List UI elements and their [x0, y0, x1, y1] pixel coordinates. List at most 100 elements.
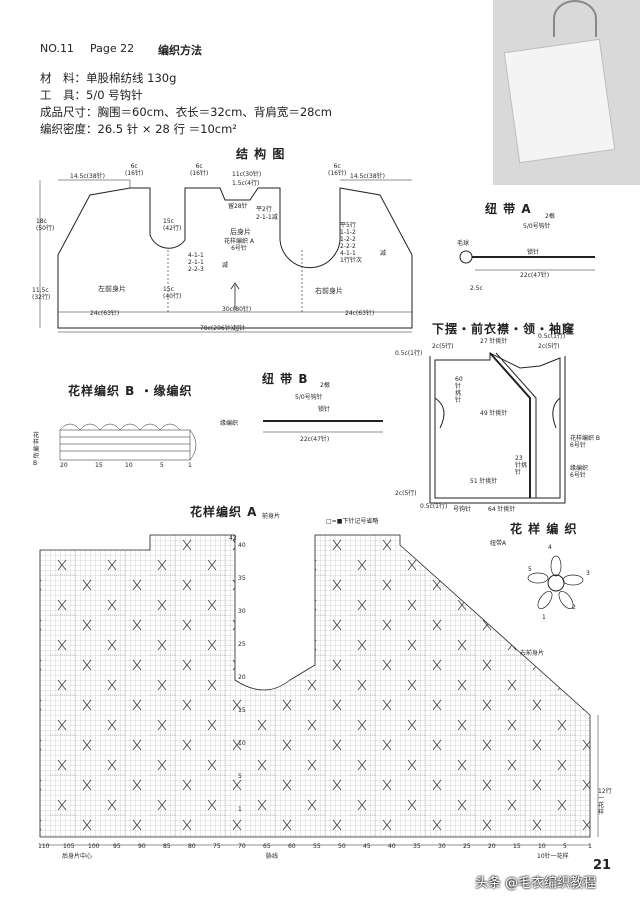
chart-a-x-tick: 85	[163, 843, 171, 850]
pattern-b-tick-10: 10	[125, 462, 133, 469]
edge-title: 下摆・前衣襟・领・袖窿	[432, 322, 576, 336]
flower-tie-label: 纽带A	[490, 540, 507, 547]
chart-a-x-tick: 80	[188, 843, 196, 850]
flower-num-5: 5	[528, 566, 532, 573]
edge-note-1: 花样编织 B 6号针	[570, 435, 601, 449]
page-number: 21	[593, 858, 612, 873]
back-piece-label: 后身片	[230, 228, 251, 236]
tie-a-count: 2根	[545, 213, 555, 220]
edge-label-12: 0.5c(1行)	[420, 503, 448, 510]
chart-a-title: 花样编织 A	[190, 505, 258, 519]
flower-title: 花 样 编 织	[510, 522, 578, 536]
chart-a-side-line: 胁线	[266, 853, 279, 860]
dim-neck-mid: 6c (16针)	[190, 163, 209, 177]
edge-label-4: 2c(5行)	[538, 343, 560, 350]
chart-a-x-tick: 25	[463, 843, 471, 850]
dim-width-right: 24c(63针)	[345, 310, 375, 317]
edge-diagram	[429, 352, 566, 504]
pattern-b-tick-5: 5	[160, 462, 164, 469]
chart-a-y-tick: 10	[238, 740, 246, 747]
edge-label-7: 49 针挑针	[480, 410, 508, 417]
tie-a-title: 纽 带 A	[485, 202, 532, 216]
chart-a-right-front: 右前身片	[520, 650, 545, 657]
dim-dec-left-tag: 减	[222, 262, 229, 269]
chart-a-x-tick: 65	[263, 843, 271, 850]
flower-diagram	[527, 555, 584, 610]
pattern-number: NO.11	[40, 42, 74, 55]
pattern-a-label: 花样编织 A 6号针	[224, 238, 255, 252]
dim-top-left: 14.5c(38针)	[70, 173, 105, 180]
chart-a-x-tick: 15	[513, 843, 521, 850]
dim-bottom: 78c(206针)起针	[200, 325, 246, 332]
pattern-b-title: 花样编织 B ・缘编织	[68, 384, 193, 398]
chart-a-side-right: 12行 一 花 样	[598, 788, 612, 816]
chart-a-legend: □=■下针记号省略	[326, 518, 379, 525]
chart-a-x-tick: 30	[438, 843, 446, 850]
tie-a-chain: 锁针	[527, 249, 540, 256]
dim-height-15: 15c (42行)	[163, 218, 182, 232]
watermark: 头条 @毛衣编织教程	[475, 876, 597, 891]
tie-a-diameter: 2.5c	[470, 285, 483, 292]
chart-a-y-tick: 25	[238, 641, 246, 648]
tie-b-hook: 5/0号钩针	[295, 394, 323, 401]
dim-shoulder-28: 留28针	[228, 203, 248, 210]
pattern-b-tick-20: 20	[60, 462, 68, 469]
pattern-a-chart	[39, 534, 599, 846]
pattern-b-tick-15: 15	[95, 462, 103, 469]
edge-label-3: 0.5c(1行)	[538, 333, 566, 340]
chart-a-x-tick: 20	[488, 843, 496, 850]
flower-num-3: 3	[586, 570, 590, 577]
dim-right-dec: 平5行 1-1-2 1-2-2 2-2-2 4-1-1 1行针次	[340, 222, 362, 264]
chart-a-y-tick: 15	[238, 707, 246, 714]
edge-label-9: 51 针挑针	[470, 478, 498, 485]
gauge-label: 编织密度：	[40, 122, 98, 136]
edge-label-11: 2c(5行)	[395, 490, 417, 497]
tools-value: 5/0 号钩针	[86, 88, 143, 102]
tie-a-drawing	[459, 250, 595, 271]
chart-a-x-tick: 110	[38, 843, 50, 850]
chart-a-x-tick: 10	[538, 843, 546, 850]
chart-a-y-tick: 40	[238, 542, 246, 549]
chart-a-x-tick: 105	[63, 843, 75, 850]
tie-b-chain: 锁针	[318, 406, 331, 413]
dim-neck-left: 6c (16针)	[125, 163, 144, 177]
chart-a-x-tick: 55	[313, 843, 321, 850]
tie-b-drawing	[263, 420, 383, 433]
right-front-label: 右前身片	[315, 287, 343, 295]
pattern-b-tick-1: 1	[188, 462, 192, 469]
edge-label-13: 号钩针	[453, 506, 472, 513]
chart-a-x-tick: 40	[388, 843, 396, 850]
edge-label-1: 2c(5行)	[432, 343, 454, 350]
dim-height-15b: 15c (40行)	[163, 286, 182, 300]
dim-width-mid: 30c(80针)	[222, 306, 252, 313]
chart-a-x-tick: 50	[338, 843, 346, 850]
flower-num-2: 2	[572, 604, 576, 611]
dim-dec-211: 2-1-1减	[256, 214, 278, 221]
dim-flat2: 平2行	[256, 206, 272, 213]
chart-a-x-tick: 100	[88, 843, 100, 850]
chart-a-x-tick: 70	[238, 843, 246, 850]
chart-a-x-tick: 45	[363, 843, 371, 850]
structure-diagram	[39, 179, 413, 333]
tie-a-ball: 毛球	[457, 240, 470, 247]
dim-top-right: 14.5c(38针)	[350, 173, 385, 180]
dim-shoulder-dec: 1.5c(4行)	[232, 180, 260, 187]
chart-a-x-tick: 1	[588, 843, 592, 850]
chart-a-row-top: 42	[229, 535, 237, 542]
materials-value: 单股棉纺线 130g	[86, 71, 177, 85]
chart-a-repeat: 10针一花样	[537, 853, 569, 860]
size-value: 胸围＝60cm、衣长＝32cm、背肩宽＝28cm	[97, 105, 332, 119]
size-label: 成品尺寸：	[40, 105, 98, 119]
chart-a-x-tick: 95	[113, 843, 121, 850]
tie-b-length: 22c(47针)	[300, 436, 330, 443]
chart-a-x-tick: 60	[288, 843, 296, 850]
tie-a-length: 22c(47针)	[520, 272, 550, 279]
dim-center-top: 11c(30针)	[232, 171, 262, 178]
page-ref: Page 22	[90, 42, 135, 55]
edge-label-6: 60针挑针	[455, 376, 463, 404]
chart-a-y-tick: 30	[238, 608, 246, 615]
page-title: 编织方法	[158, 44, 202, 57]
flower-num-1: 1	[542, 614, 546, 621]
chart-a-x-tick: 90	[138, 843, 146, 850]
dim-height-11: 11.5c (32行)	[32, 287, 51, 301]
